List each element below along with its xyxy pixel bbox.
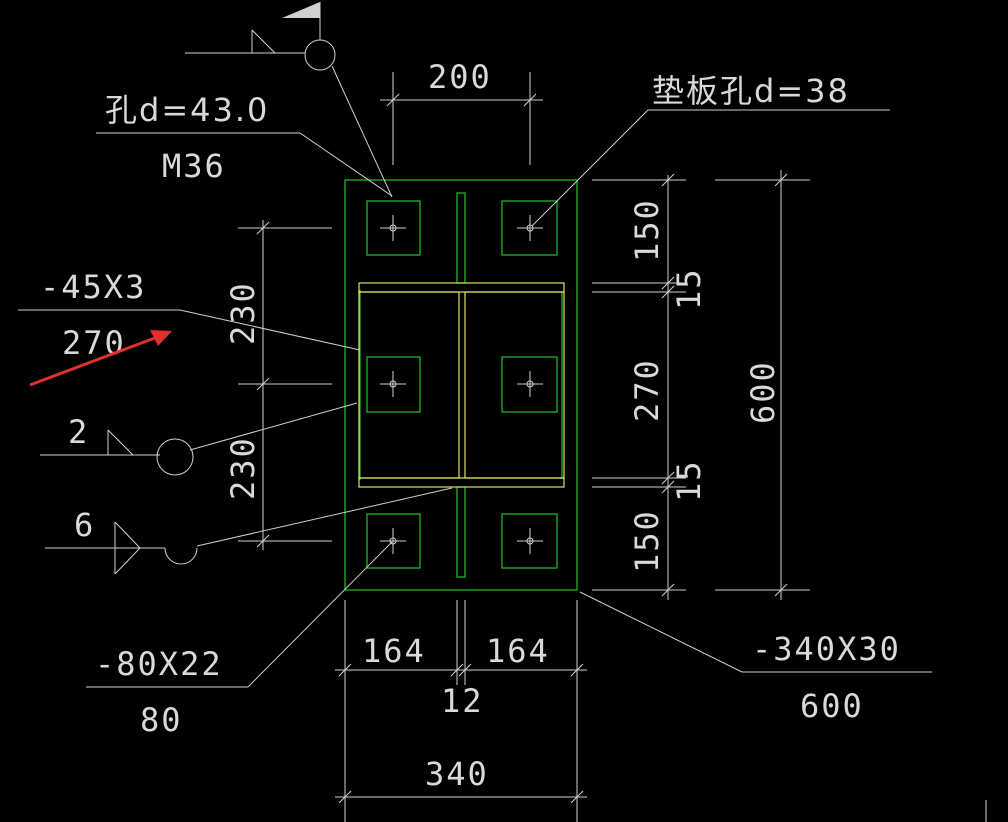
bolt-holes [380, 215, 543, 554]
right-dim-total-label: 600 [744, 360, 782, 424]
right-dim-15-top-label: 15 [670, 267, 708, 310]
right-dim-15-bottom-label: 15 [670, 459, 708, 502]
bolt-label: M36 [162, 147, 226, 185]
right-dimension [592, 170, 810, 600]
top-dimension [380, 72, 543, 165]
right-dim-150-top-label: 150 [628, 198, 666, 262]
pad-hole-label: 垫板孔d=38 [652, 72, 850, 110]
red-arrow-icon [29, 330, 172, 387]
weld-2-label: 2 [68, 413, 89, 451]
weld-6-label: 6 [74, 506, 95, 544]
hole-callout [96, 2, 393, 198]
left-dimension [238, 220, 332, 550]
weld-symbol-2 [40, 402, 358, 476]
bolt-pads [366, 200, 558, 569]
stiffener-spec-label: -45X3 [40, 268, 146, 306]
pad-hole-callout [531, 109, 890, 227]
plate-callout [579, 591, 932, 673]
flag-icon [282, 2, 320, 18]
pad-spec-label: -80X22 [95, 645, 223, 683]
bottom-dim-mid-label: 12 [441, 682, 484, 720]
stiffener-callout [18, 309, 361, 351]
left-dim-top-label: 230 [224, 281, 262, 345]
left-dim-bottom-label: 230 [224, 436, 262, 500]
plate-len-label: 600 [800, 687, 864, 725]
pad-callout [86, 541, 393, 688]
plate-spec-label: -340X30 [752, 630, 901, 668]
right-dim-270-label: 270 [628, 358, 666, 422]
pad-len-label: 80 [140, 701, 183, 739]
base-plate [344, 179, 578, 591]
bottom-dim-left-label: 164 [362, 632, 426, 670]
bottom-dim-right-label: 164 [486, 632, 550, 670]
hole-spec-label: 孔d=43.0 [105, 91, 269, 129]
stiffener-len-label: 270 [62, 324, 126, 362]
right-dim-150-bottom-label: 150 [628, 509, 666, 573]
weld-symbol-6 [45, 487, 453, 575]
bottom-dimension [335, 600, 587, 822]
dim-200-label: 200 [428, 58, 492, 96]
bottom-dim-total-label: 340 [425, 755, 489, 793]
column-section [358, 282, 565, 488]
